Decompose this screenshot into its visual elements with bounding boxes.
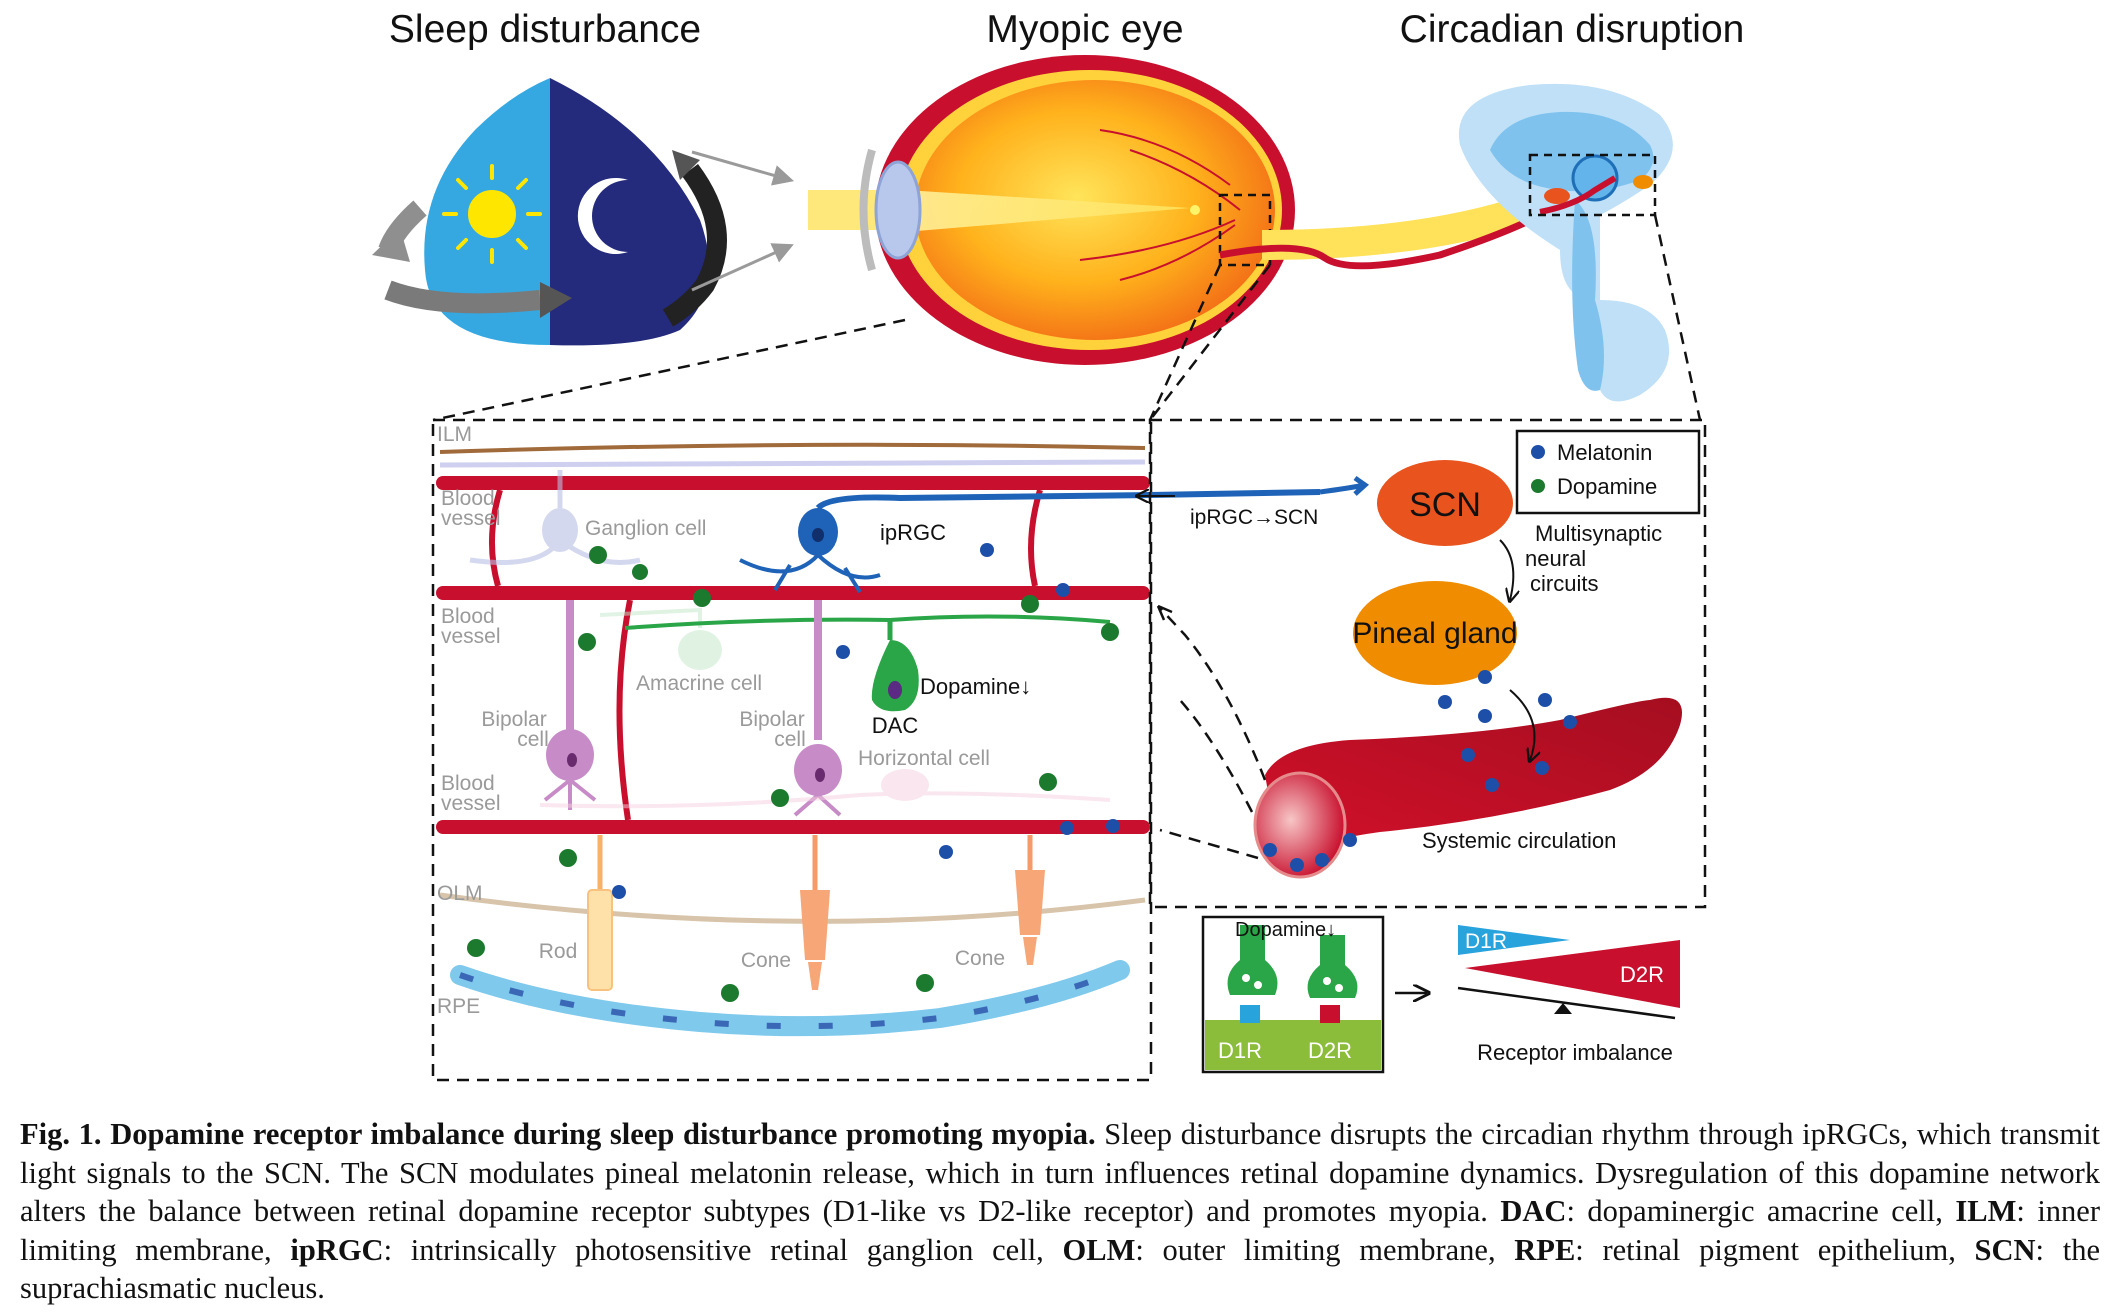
caption-abbrev-4-def: : retinal pigment epithelium, (1575, 1232, 1975, 1267)
dac-cell (624, 614, 1111, 712)
label-receptor-imbalance: Receptor imbalance (1477, 1040, 1673, 1065)
melatonin-legend-dot (1531, 445, 1545, 459)
legend-melatonin: Melatonin (1557, 440, 1652, 465)
label-scn: SCN (1409, 486, 1481, 524)
caption-abbrev-5-term: SCN (1974, 1232, 2036, 1267)
cycle-arrow-right (662, 164, 727, 327)
molecule-legend: Melatonin Dopamine (1515, 429, 1701, 515)
label-dopamine-down: Dopamine↓ (920, 674, 1031, 699)
label-blood-vessel-1a: Blood (441, 487, 495, 510)
retina-panel: ILM Blood vessel Blood vessel Blood vess… (431, 418, 1321, 1082)
d2r-wedge (1465, 940, 1680, 1008)
caption-abbrev-5-def: : the suprachiasmatic nucleus. (20, 1232, 2100, 1306)
label-d2r-wedge: D2R (1620, 962, 1664, 987)
synapse-right (1307, 935, 1358, 1023)
caption-abbrev-3-term: OLM (1062, 1232, 1136, 1267)
label-systemic-circulation: Systemic circulation (1422, 828, 1616, 853)
caption-abbrev-0-term: DAC (1500, 1194, 1567, 1228)
label-bipolar-left-b: cell (517, 728, 549, 751)
iprgc-cell (739, 489, 1321, 594)
label-horizontal-cell: Horizontal cell (858, 747, 990, 770)
label-multisynaptic-3: circuits (1530, 571, 1598, 596)
d1r-wedge (1458, 925, 1570, 955)
label-rpe: RPE (437, 995, 480, 1018)
caption-abbrev-4-term: RPE (1514, 1232, 1576, 1267)
label-blood-vessel-3a: Blood (441, 772, 495, 795)
label-pineal: Pineal gland (1352, 617, 1517, 650)
circuit-panel: ipRGC→SCN SCN Melatonin Dopamine Multisy… (1138, 418, 1707, 909)
seesaw-bar (1457, 986, 1676, 1020)
label-dac: DAC (872, 713, 919, 738)
label-cone-left: Cone (741, 949, 791, 972)
heading-sleep: Sleep disturbance (389, 8, 701, 51)
label-blood-vessel-2a: Blood (441, 605, 495, 628)
label-ganglion-cell: Ganglion cell (585, 517, 706, 540)
label-d2r-box: D2R (1308, 1038, 1352, 1063)
rod-cell (587, 835, 613, 991)
moon-icon (577, 178, 628, 254)
receptor-panel: Dopamine↓ D1R D2R D1R D2R Receptor imbal… (1201, 915, 1680, 1074)
systemic-vessel (1253, 697, 1682, 879)
label-bipolar-right-a: Bipolar (739, 708, 804, 731)
caption-abbrev-2-term: ipRGC (290, 1232, 384, 1267)
label-iprgc: ipRGC (880, 520, 946, 545)
label-blood-vessel-1b: vessel (441, 507, 501, 530)
myopic-eye (808, 55, 1547, 365)
label-receptor-dopamine: Dopamine↓ (1235, 919, 1336, 941)
rpe-layer (450, 960, 1130, 1037)
caption-abbrev-1-def: : inner limiting membrane, (20, 1194, 2100, 1267)
caption-abbrev-0-def: : dopaminergic amacrine cell, (1566, 1194, 1956, 1228)
brain-zoom-box (1528, 153, 1657, 217)
label-multisynaptic-2: neural (1525, 546, 1586, 571)
caption-label: Fig. 1. (20, 1117, 102, 1151)
label-d1r-box: D1R (1218, 1038, 1262, 1063)
cone-cell-left (800, 835, 830, 990)
brain (1458, 83, 1673, 402)
caption-abbrev-3-def: : outer limiting membrane, (1135, 1232, 1515, 1267)
label-blood-vessel-3b: vessel (441, 792, 501, 815)
seesaw-pivot (1554, 1003, 1572, 1014)
label-olm: OLM (437, 882, 483, 905)
brain-scn-dot (1544, 188, 1570, 204)
scn-node (1377, 460, 1513, 546)
caption-title: Dopamine receptor imbalance during sleep… (110, 1117, 1096, 1151)
d1r-receptor (1240, 1005, 1260, 1023)
label-blood-vessel-2b: vessel (441, 625, 501, 648)
label-amacrine-cell: Amacrine cell (636, 672, 762, 695)
label-cone-right: Cone (955, 947, 1005, 970)
day-night-drop (372, 78, 727, 346)
light-arrow-bottom (691, 243, 794, 292)
synapse-left (1227, 925, 1278, 1023)
cycle-arrow-lower (384, 280, 541, 314)
cone-cell-right (1015, 835, 1045, 965)
label-rod: Rod (539, 940, 578, 963)
legend-dopamine: Dopamine (1557, 474, 1657, 499)
label-bipolar-right-b: cell (774, 728, 806, 751)
heading-circadian: Circadian disruption (1400, 8, 1745, 51)
heading-eye: Myopic eye (986, 8, 1183, 51)
d2r-receptor (1320, 1005, 1340, 1023)
caption-abbrev-1-term: ILM (1955, 1194, 2017, 1228)
label-multisynaptic-1: Multisynaptic (1535, 521, 1662, 546)
figure: Sleep disturbance Myopic eye Circadian d… (372, 8, 1745, 1082)
bipolar-cell-left (543, 600, 597, 810)
label-ilm: ILM (437, 423, 472, 446)
label-d1r-wedge: D1R (1465, 930, 1507, 953)
light-arrow-top (691, 150, 795, 186)
brain-pineal-dot (1633, 175, 1653, 189)
caption-abbrev-2-def: : intrinsically photosensitive retinal g… (383, 1232, 1063, 1267)
dopamine-legend-dot (1531, 479, 1545, 493)
caption-body: Sleep disturbance disrupts the circadian… (20, 1117, 2101, 1228)
sun-icon (442, 164, 542, 264)
retina-molecules (467, 543, 1120, 1002)
label-bipolar-left-a: Bipolar (481, 708, 546, 731)
pineal-node (1353, 581, 1517, 685)
figure-caption: Fig. 1. Dopamine receptor imbalance duri… (20, 1115, 2100, 1308)
label-iprgc-to-scn: ipRGC→SCN (1190, 506, 1318, 529)
